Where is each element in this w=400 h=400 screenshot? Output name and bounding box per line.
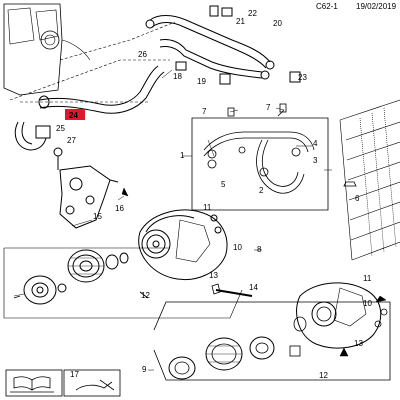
callout-7a: 7 xyxy=(202,107,207,116)
pulley-left xyxy=(67,249,129,283)
callout-27: 27 xyxy=(67,136,76,145)
callout-12b: 12 xyxy=(319,371,328,380)
callout-22: 22 xyxy=(248,9,257,18)
highlighted-callout-box xyxy=(65,109,85,120)
callout-11a: 11 xyxy=(203,203,212,212)
condenser xyxy=(339,99,400,261)
callout-26: 26 xyxy=(138,50,147,59)
bolt-14 xyxy=(215,289,253,297)
diagram-code: C62-1 xyxy=(316,2,338,11)
callout-4: 4 xyxy=(313,139,318,148)
callout-20: 20 xyxy=(273,19,282,28)
callout-13a: 13 xyxy=(209,271,218,280)
detail-box-9 xyxy=(153,282,391,381)
callout-19: 19 xyxy=(197,77,206,86)
callout-10a: 10 xyxy=(233,243,242,252)
ac-hose-lower-left xyxy=(14,65,165,170)
callout-8: 8 xyxy=(257,245,262,254)
callout-24[interactable]: 24 xyxy=(69,111,78,120)
callout-13b: 13 xyxy=(354,339,363,348)
callout-2: 2 xyxy=(259,186,264,195)
callout-17: 17 xyxy=(70,370,79,379)
callout-14: 14 xyxy=(249,283,258,292)
book-pen-icon xyxy=(10,376,54,393)
engine-bulkhead xyxy=(3,3,91,96)
callout-1: 1 xyxy=(180,151,185,160)
callout-25: 25 xyxy=(56,124,65,133)
compressor-main xyxy=(3,209,243,319)
callout-15: 15 xyxy=(93,212,102,221)
callout-9: 9 xyxy=(142,365,147,374)
callout-18: 18 xyxy=(173,72,182,81)
callout-21: 21 xyxy=(236,17,245,26)
pen-tool-icon xyxy=(75,379,115,391)
bolt-14-head xyxy=(211,283,221,295)
callout-23: 23 xyxy=(298,73,307,82)
legend-box xyxy=(5,369,121,397)
callout-11b: 11 xyxy=(363,274,372,283)
callout-3: 3 xyxy=(313,156,318,165)
callout-10b: 10 xyxy=(363,299,372,308)
callout-leader-lines xyxy=(13,69,332,371)
callout-7b: 7 xyxy=(266,103,271,112)
callout-5: 5 xyxy=(221,180,226,189)
ac-hose-upper xyxy=(145,5,301,85)
callout-12a: 12 xyxy=(141,291,150,300)
diagram-date: 19/02/2019 xyxy=(356,2,397,11)
clutch-plate-left xyxy=(13,275,149,305)
bolt-6 xyxy=(343,181,357,187)
callout-16: 16 xyxy=(115,204,124,213)
compressor-bracket xyxy=(59,165,129,229)
callout-6: 6 xyxy=(355,194,360,203)
leader-dashed-lines xyxy=(9,21,176,103)
detail-box-1 xyxy=(191,103,329,211)
